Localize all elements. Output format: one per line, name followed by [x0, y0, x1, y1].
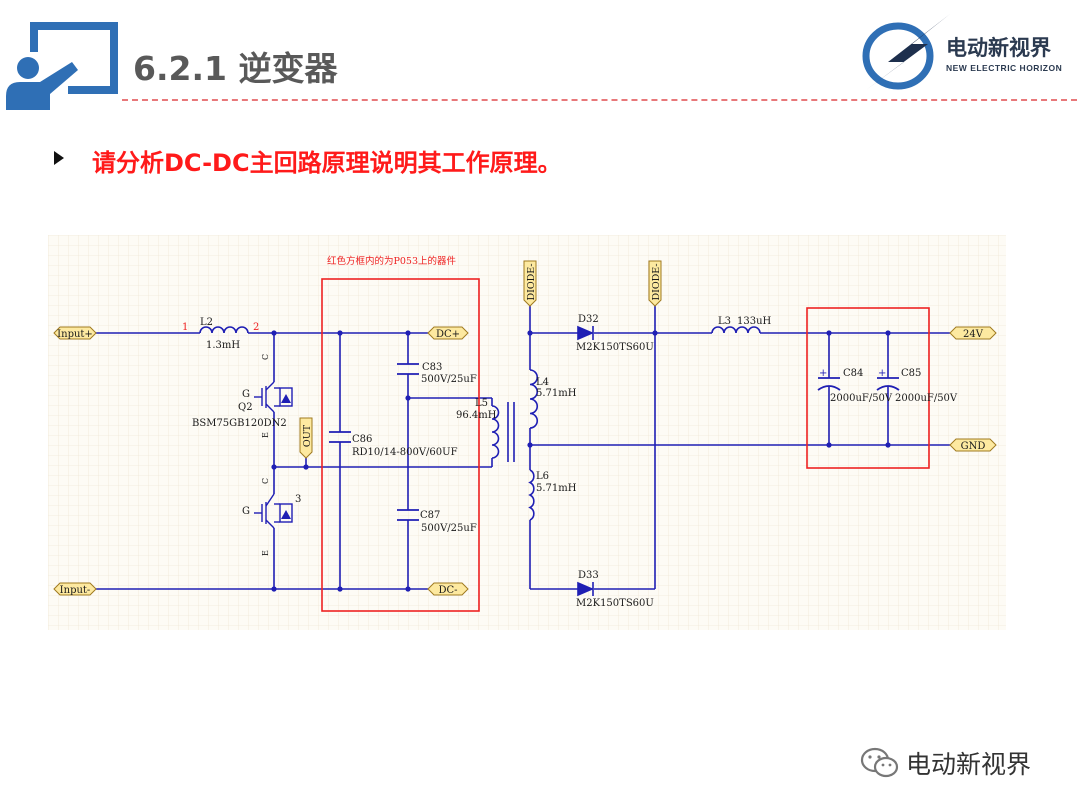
d32-name: D32: [578, 314, 599, 325]
wechat-icon: [860, 747, 899, 778]
inductor-l6: [528, 469, 535, 521]
igbt-q2-diode: [281, 394, 291, 403]
c84-name: C84: [843, 368, 863, 379]
question-text: 请分析DC-DC主回路原理说明其工作原理。: [92, 149, 562, 177]
igbt-q2: [254, 381, 293, 413]
c87-name: C87: [420, 510, 440, 521]
q3-collector: C: [261, 478, 270, 484]
inductor-l4: [529, 369, 538, 429]
bullet-icon: [54, 151, 64, 165]
q3-emitter: E: [261, 550, 270, 556]
c86-value: RD10/14-800V/60UF: [352, 447, 458, 458]
l3-value: 133uH: [737, 316, 772, 327]
port-input-pos: Input+: [57, 329, 93, 340]
l5-value: 96.4mH: [456, 410, 497, 421]
q2-part: BSM75GB120DN2: [192, 418, 287, 429]
p053-box: [321, 278, 480, 612]
output-cap-box: [806, 307, 930, 469]
inductor-l2: [199, 326, 249, 334]
l2-name: L2: [200, 317, 213, 328]
igbt-q3: [254, 493, 293, 529]
diode-d33: [577, 581, 595, 597]
c85-name: C85: [901, 368, 921, 379]
l2-pin1: 1: [182, 322, 188, 333]
l5-name: L5: [475, 398, 488, 409]
port-diode-1: DIODE-: [526, 263, 537, 300]
brand-name: 电动新视界: [946, 36, 1051, 60]
port-gnd: GND: [961, 441, 986, 452]
transformer-core: [507, 402, 515, 462]
port-out: OUT: [302, 424, 313, 447]
port-dc-pos: DC+: [436, 329, 460, 340]
port-diode-2: DIODE-: [651, 263, 662, 300]
c83-name: C83: [422, 362, 442, 373]
presentation-icon: [6, 22, 118, 110]
l6-value: 5.71mH: [536, 483, 577, 494]
brand-tagline: NEW ELECTRIC HORIZON: [946, 63, 1063, 73]
q2-name: Q2: [238, 402, 253, 413]
inductor-l3: [711, 326, 761, 334]
l4-name: L4: [536, 377, 549, 388]
d32-part: M2K150TS60U: [576, 342, 654, 353]
port-dc-neg: DC-: [438, 585, 457, 596]
svg-text:+: +: [878, 368, 886, 379]
port-24v: 24V: [963, 329, 984, 340]
d33-part: M2K150TS60U: [576, 598, 654, 609]
page-title: 6.2.1 逆变器: [133, 49, 338, 88]
capacitors: [329, 363, 899, 521]
l2-pin2: 2: [253, 322, 259, 333]
c84-value: 2000uF/50V: [830, 393, 893, 404]
dc-dc-schematic: + +: [48, 235, 1006, 630]
d33-name: D33: [578, 570, 599, 581]
diode-d32: [577, 325, 595, 341]
c86-name: C86: [352, 434, 372, 445]
brand-logo: [862, 14, 950, 90]
watermark: 电动新视界: [860, 743, 1031, 783]
l6-name: L6: [536, 471, 549, 482]
q3-pin: 3: [295, 494, 301, 505]
q2-emitter: E: [261, 432, 270, 438]
polarity-marks: + +: [819, 368, 886, 379]
q2-gate-label: G: [242, 389, 250, 400]
svg-text:+: +: [819, 368, 827, 379]
p053-note: 红色方框内的为P053上的器件: [327, 255, 457, 267]
c83-value: 500V/25uF: [421, 374, 477, 385]
c85-value: 2000uF/50V: [895, 393, 958, 404]
l4-value: 5.71mH: [536, 388, 577, 399]
l3-name: L3: [718, 316, 731, 327]
l2-value: 1.3mH: [206, 340, 240, 351]
inductor-l5: [491, 405, 500, 459]
watermark-text: 电动新视界: [906, 750, 1032, 779]
port-input-neg: Input-: [60, 585, 91, 596]
ports: [53, 260, 997, 596]
q2-collector: C: [261, 354, 270, 360]
c87-value: 500V/25uF: [421, 523, 477, 534]
igbt-q3-diode: [281, 510, 291, 519]
junctions: [271, 330, 891, 592]
title-divider: [122, 99, 1077, 101]
electrolytic-plates: [817, 385, 900, 391]
wires: [93, 305, 950, 590]
q3-gate-label: G: [242, 506, 250, 517]
